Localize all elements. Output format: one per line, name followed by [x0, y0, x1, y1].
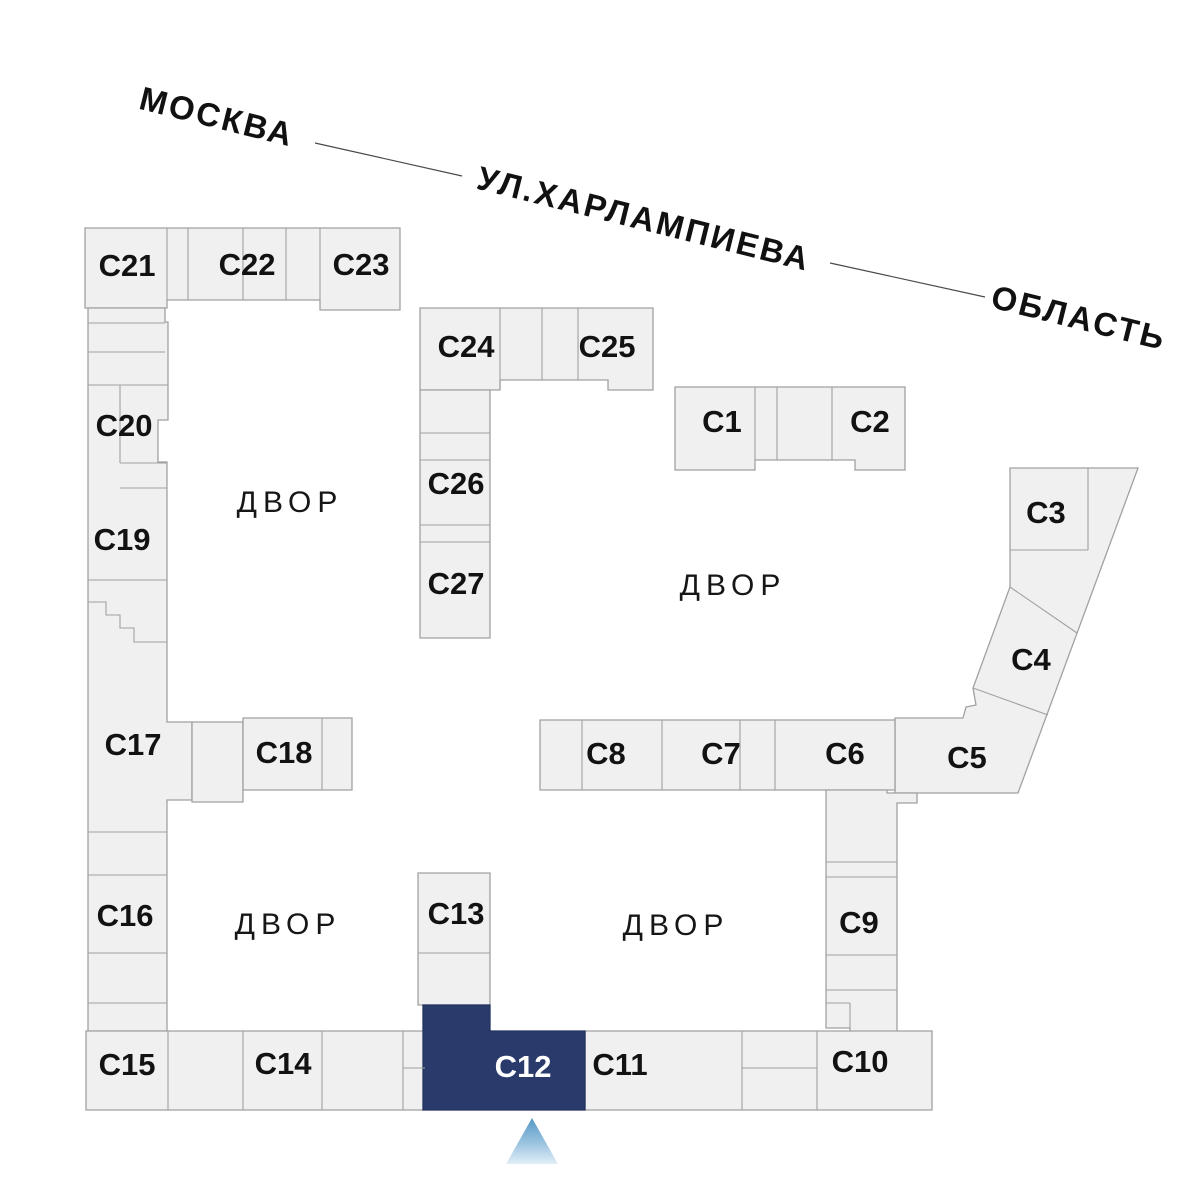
location-pointer-icon — [506, 1118, 558, 1164]
building-label-c16[interactable]: С16 — [97, 898, 154, 933]
building-block-c3-c4-c5[interactable] — [894, 467, 1139, 794]
building-label-c6[interactable]: С6 — [825, 736, 865, 771]
cell-divider — [88, 322, 168, 1004]
building-label-c24[interactable]: С24 — [438, 329, 496, 364]
cell-divider — [972, 468, 1089, 716]
building-label-c25[interactable]: С25 — [579, 329, 636, 364]
building-label-c13[interactable]: С13 — [428, 896, 485, 931]
cell-divider — [167, 1031, 425, 1110]
cell-divider — [166, 228, 321, 300]
building-block-c9[interactable] — [825, 789, 918, 1036]
building-label-c26[interactable]: С26 — [428, 466, 485, 501]
building-label-c18[interactable]: С18 — [256, 735, 313, 770]
building-label-c17[interactable]: С17 — [105, 727, 162, 762]
cell-dividers — [88, 228, 1089, 1110]
building-block-c18[interactable] — [242, 717, 353, 791]
street-label-kharlampieva: УЛ.ХАРЛАМПИЕВА — [474, 159, 815, 278]
courtyard-labels: ДВОР ДВОР ДВОР ДВОР — [235, 486, 787, 942]
courtyard-label-northwest: ДВОР — [237, 486, 344, 519]
cell-divider — [741, 1031, 818, 1110]
building-block-c1-c2[interactable] — [674, 386, 906, 471]
cell-divider — [581, 720, 776, 790]
building-label-c7[interactable]: С7 — [701, 736, 741, 771]
building-label-c9[interactable]: С9 — [839, 905, 879, 940]
building-label-c4[interactable]: С4 — [1011, 642, 1051, 677]
building-label-c8[interactable]: С8 — [586, 736, 626, 771]
building-label-c11[interactable]: С11 — [592, 1047, 647, 1082]
building-label-c27[interactable]: С27 — [428, 566, 485, 601]
cell-divider — [826, 861, 897, 1028]
building-block-c17-annex[interactable] — [191, 721, 244, 803]
building-block-c26-c27[interactable] — [419, 389, 491, 639]
building-label-c14[interactable]: С14 — [255, 1046, 313, 1081]
building-label-c23[interactable]: С23 — [333, 247, 390, 282]
street-label-oblast: ОБЛАСТЬ — [988, 278, 1171, 357]
building-block-c13[interactable] — [417, 872, 491, 1006]
building-label-c2[interactable]: С2 — [850, 404, 890, 439]
building-label-c21[interactable]: С21 — [99, 248, 156, 283]
building-label-c10[interactable]: С10 — [832, 1044, 889, 1079]
courtyard-label-southeast: ДВОР — [623, 909, 730, 942]
building-label-c19[interactable]: С19 — [94, 522, 151, 557]
street-line — [829, 262, 986, 298]
building-labels: С1 С2 С3 С4 С5 С6 С7 С8 С9 С10 С11 С12 С… — [94, 247, 1066, 1084]
street-line — [314, 142, 463, 177]
building-label-c3[interactable]: С3 — [1026, 495, 1066, 530]
building-label-c1[interactable]: С1 — [702, 404, 742, 439]
courtyard-label-southwest: ДВОР — [235, 908, 342, 941]
building-label-c22[interactable]: С22 — [219, 247, 276, 282]
street-label-moskva: МОСКВА — [136, 79, 298, 153]
cell-divider — [420, 308, 579, 543]
building-label-c5[interactable]: С5 — [947, 740, 987, 775]
building-c12-selected[interactable] — [422, 1004, 586, 1111]
building-block-west-column[interactable] — [87, 307, 193, 1032]
building-label-c20[interactable]: С20 — [96, 408, 153, 443]
building-label-c15[interactable]: С15 — [99, 1047, 156, 1082]
courtyard-label-northeast: ДВОР — [680, 569, 787, 602]
cell-divider — [754, 387, 833, 460]
building-block-c8-c7-c6[interactable] — [539, 719, 896, 791]
building-label-c12-selected[interactable]: С12 — [495, 1049, 552, 1084]
